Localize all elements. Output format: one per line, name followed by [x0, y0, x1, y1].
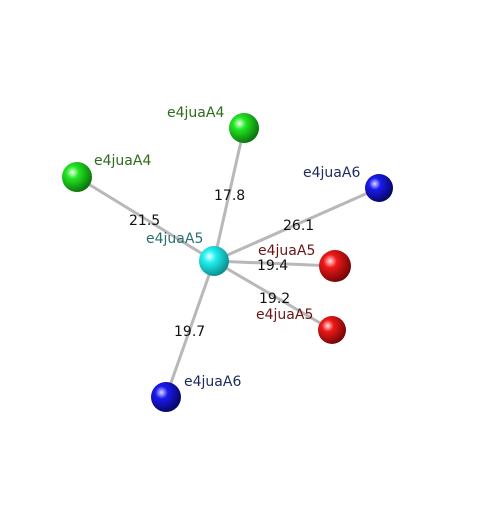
residue-label-red-lower: e4juaA5: [256, 307, 313, 323]
residue-label-blue-right: e4juaA6: [303, 165, 360, 181]
atom-red-lower: [318, 316, 346, 344]
distance-label: 26.1: [283, 218, 314, 234]
atom-center: [199, 246, 229, 276]
residue-label-blue-bottom: e4juaA6: [184, 374, 241, 390]
atom-blue-bottom: [151, 382, 181, 412]
atom-green-left: [62, 162, 92, 192]
distance-label: 17.8: [214, 188, 245, 204]
atom-blue-right: [365, 174, 393, 202]
atom-green-top: [229, 113, 259, 143]
bond-green-left: [76, 175, 215, 263]
bond-blue-bottom: [164, 260, 216, 398]
residue-label-red-upper: e4juaA5: [258, 243, 315, 259]
residue-label-center: e4juaA5: [146, 231, 203, 247]
bond-red-lower: [213, 259, 333, 332]
bond-green-top: [212, 127, 246, 262]
atom-red-upper: [319, 250, 351, 282]
bond-blue-right: [213, 186, 380, 263]
distance-label: 19.2: [259, 291, 290, 307]
residue-label-green-top: e4juaA4: [167, 105, 224, 121]
residue-label-green-left: e4juaA4: [94, 153, 151, 169]
bond-red-upper: [213, 259, 336, 268]
bond-lines: [76, 127, 380, 398]
distance-label: 19.4: [257, 258, 288, 274]
distance-label: 21.5: [129, 213, 160, 229]
distance-label: 19.7: [174, 324, 205, 340]
